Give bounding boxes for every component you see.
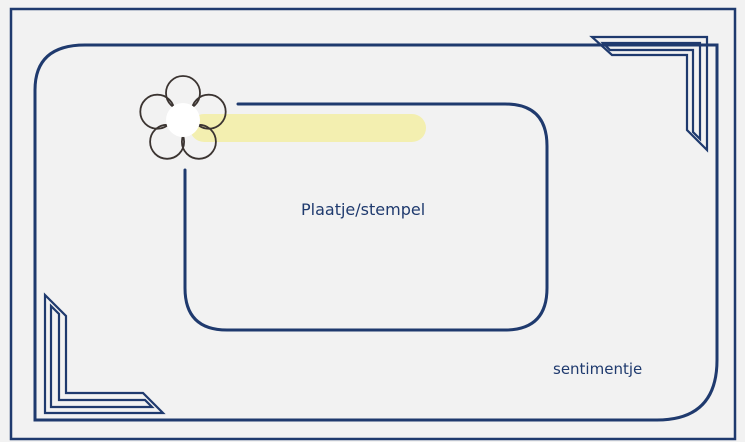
outer-border (9, 7, 737, 441)
image-mat-outline (183, 102, 549, 332)
ribbon-band (190, 114, 426, 142)
photo-corner-bottom-left (43, 292, 166, 415)
sentiment-label: sentimentje (553, 360, 643, 378)
card-panel-outline (33, 43, 719, 422)
image-area-label: Plaatje/stempel (301, 200, 426, 219)
photo-corner-top-right (589, 35, 709, 153)
flower-icon (139, 75, 227, 160)
